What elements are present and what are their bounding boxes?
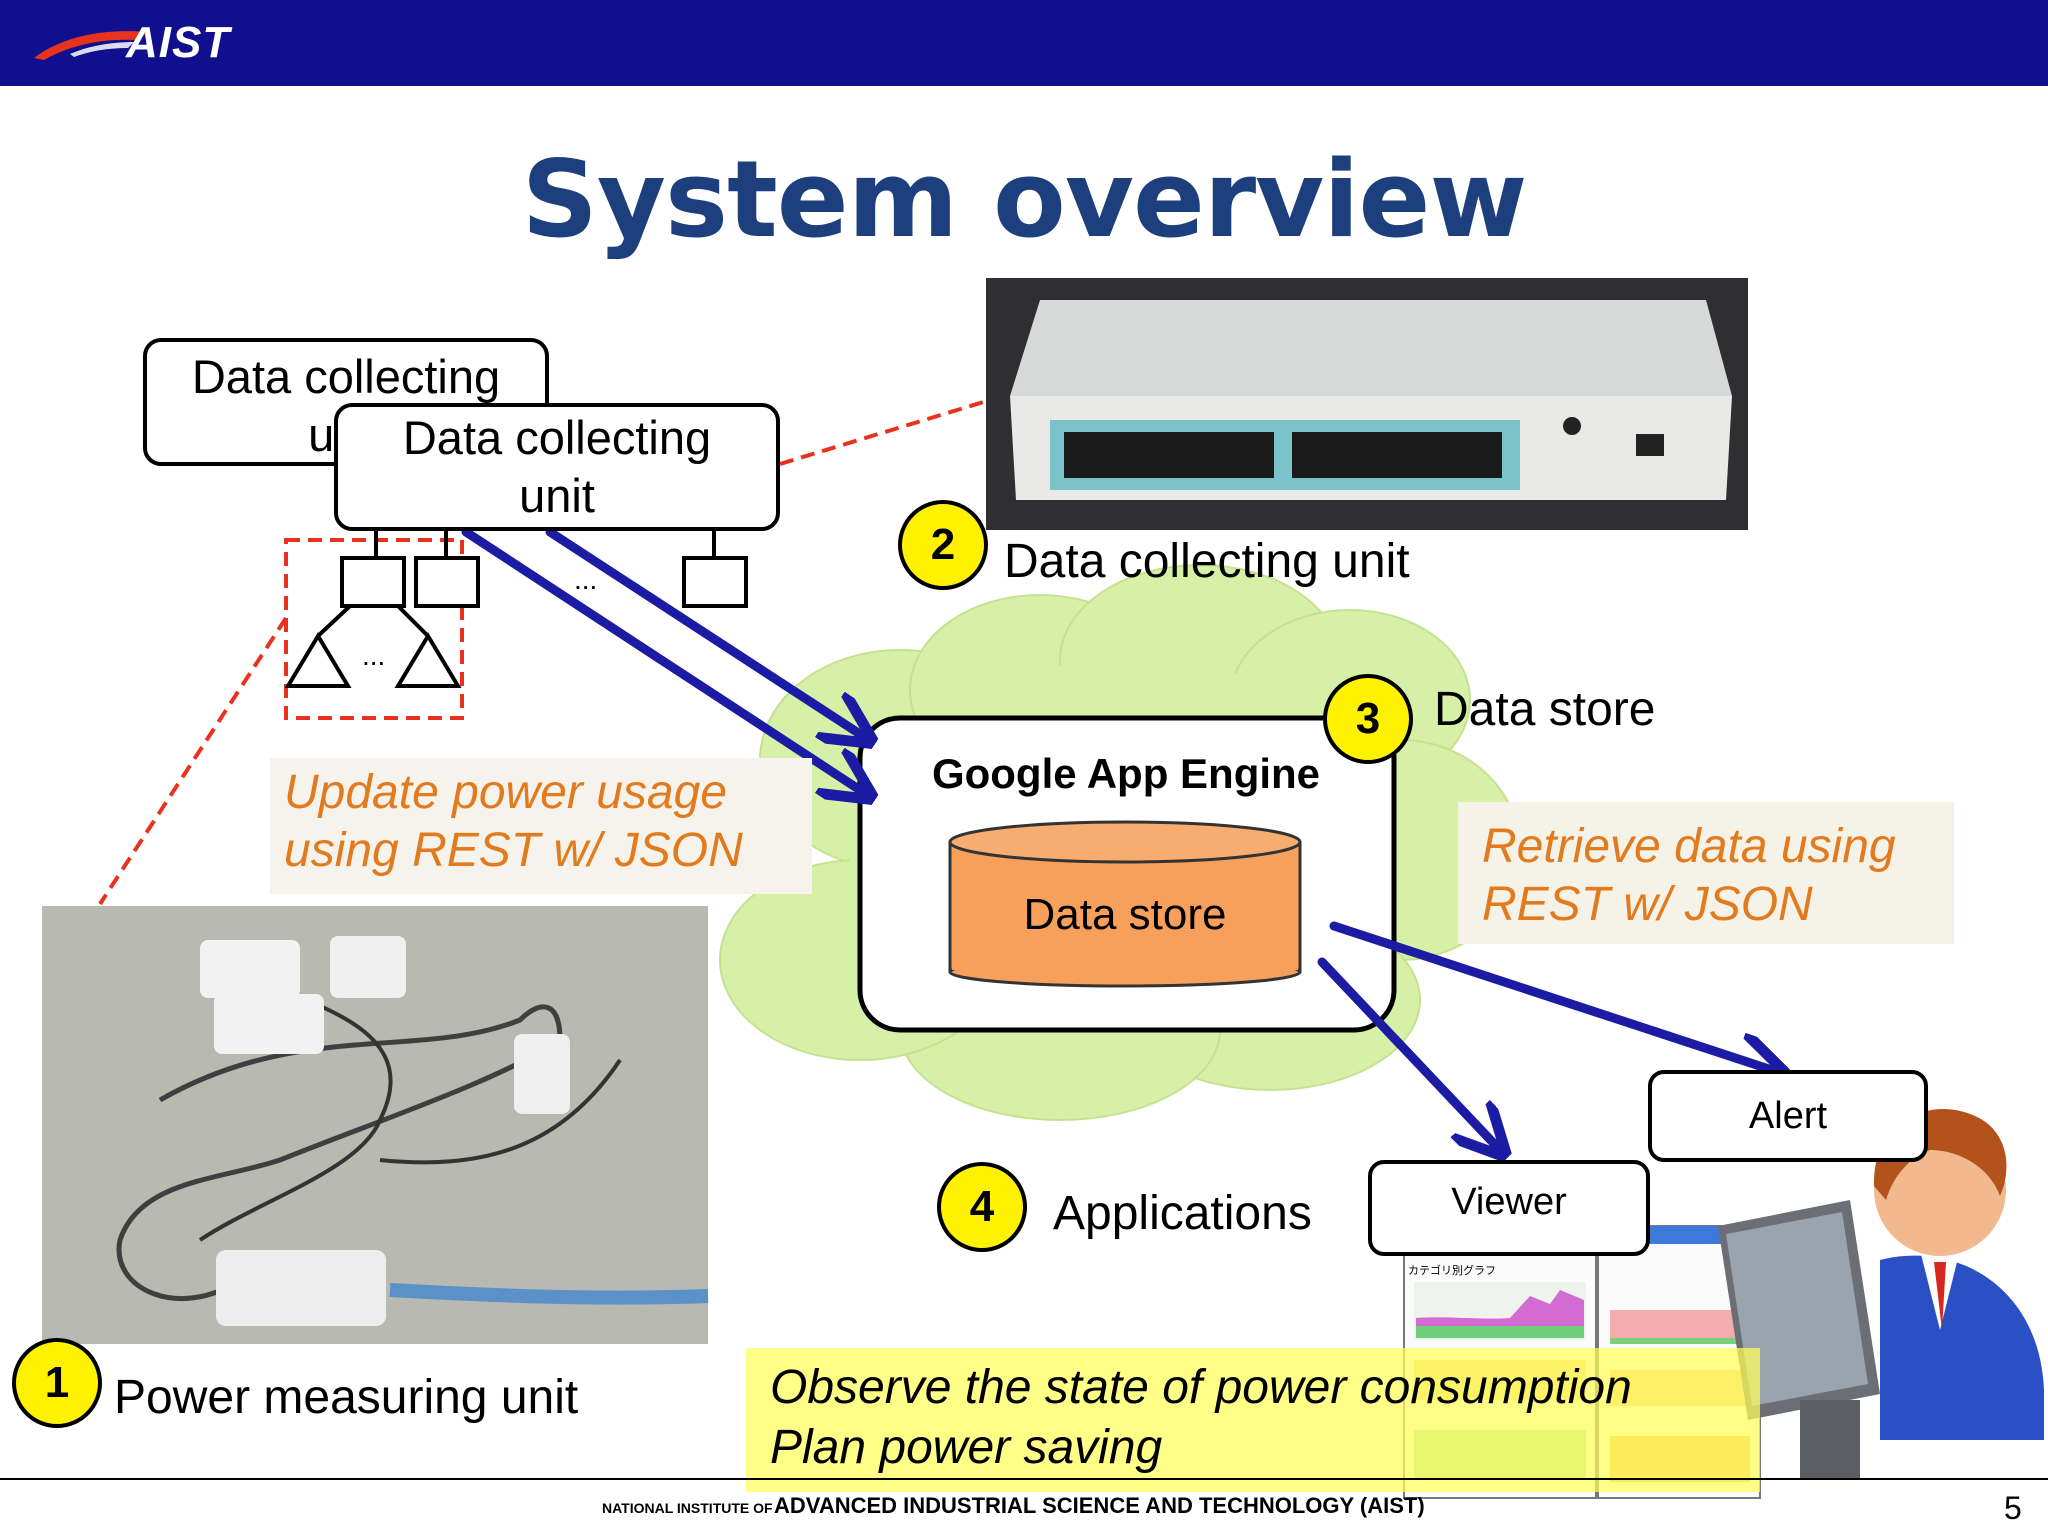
retrieve-note: Retrieve data using REST w/ JSON: [1482, 820, 1896, 931]
item-label-2: Data collecting unit: [1004, 535, 1410, 588]
footer-institute-name: ADVANCED INDUSTRIAL SCIENCE AND TECHNOLO…: [774, 1493, 1425, 1518]
sensor-tree: [284, 531, 748, 688]
observe-note: Observe the state of power consumption P…: [770, 1361, 1632, 1474]
item-label-4: Applications: [1053, 1187, 1312, 1240]
item-label-3: Data store: [1434, 683, 1656, 736]
sensor-photo: [42, 906, 709, 1344]
page-title: System overview: [521, 138, 1528, 261]
switch-photo: [986, 278, 1748, 530]
number-badge-1: 1: [12, 1338, 102, 1428]
number-badge-2: 2: [898, 500, 988, 590]
viewer-chart-title: カテゴリ別グラフ: [1408, 1265, 1496, 1277]
footer-divider: [0, 1478, 2048, 1480]
alert-app-box: Alert: [1648, 1070, 1928, 1162]
alert-label: Alert: [1748, 1095, 1828, 1137]
number-badge-4: 4: [937, 1162, 1027, 1252]
page-number: 5: [2004, 1490, 2022, 1526]
person-at-monitor-icon: [1718, 1109, 2044, 1480]
item-label-1: Power measuring unit: [114, 1371, 579, 1424]
aist-logo-icon: [34, 31, 148, 60]
ellipsis-top: ...: [574, 564, 598, 595]
datastore-label: Data store: [1023, 890, 1227, 939]
header-bar: [0, 0, 2048, 86]
observe-note-background: [746, 1348, 1760, 1492]
data-collecting-unit-box-front: Data collecting unit: [334, 403, 780, 531]
ellipsis-bottom: ...: [362, 640, 386, 671]
logo-text: AIST: [126, 18, 231, 67]
viewer-app-box: Viewer: [1368, 1160, 1650, 1256]
datastore-cylinder: [948, 820, 1302, 988]
footer-institute-prefix: NATIONAL INSTITUTE OF: [602, 1500, 773, 1516]
gae-title: Google App Engine: [931, 750, 1321, 797]
data-collecting-unit-label: Data collecting unit: [402, 411, 712, 522]
update-note-background: [270, 758, 812, 894]
data-collecting-unit-label: Data collecting unit: [191, 350, 501, 461]
viewer-label: Viewer: [1451, 1181, 1567, 1223]
update-note: Update power usage using REST w/ JSON: [284, 766, 743, 877]
number-badge-3: 3: [1323, 674, 1413, 764]
retrieve-note-background: [1458, 802, 1954, 944]
data-flow-arrows: [461, 527, 1778, 1150]
